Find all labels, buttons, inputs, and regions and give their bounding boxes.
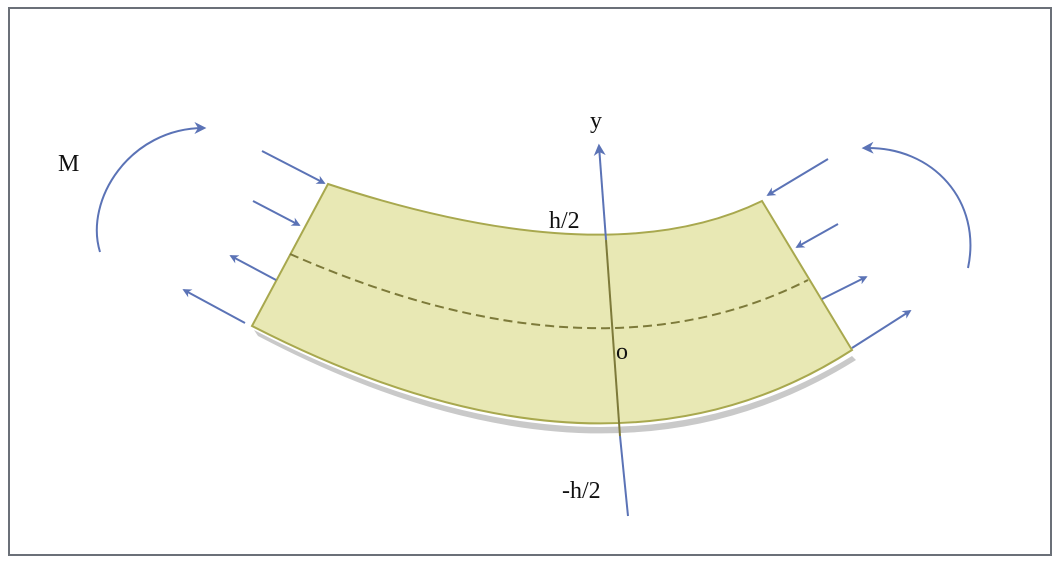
- top-edge-label: h/2: [549, 208, 580, 234]
- bottom-edge-label: -h/2: [562, 478, 601, 504]
- left-tension-arrow-2: [182, 289, 246, 324]
- right-compression-arrow-1: [766, 158, 829, 196]
- right-tension-arrow-1: [821, 276, 868, 300]
- right-compression-arrow-2: [795, 223, 839, 248]
- right-moment-curved-arrow-icon: [861, 141, 972, 269]
- left-moment-curved-arrow-icon: [95, 122, 207, 253]
- y-axis-label: y: [590, 108, 602, 134]
- left-compression-arrow-1: [261, 150, 326, 184]
- y-axis-arrow: [593, 143, 607, 241]
- y-axis-inner: [605, 239, 621, 437]
- left-tension-arrow-1: [229, 255, 277, 281]
- y-axis-lower: [619, 435, 629, 517]
- neutral-axis: [289, 253, 809, 330]
- left-compression-arrow-2: [252, 200, 301, 226]
- origin-label: o: [616, 339, 628, 365]
- moment-label: M: [58, 151, 79, 177]
- right-tension-arrow-2: [851, 310, 912, 349]
- beam-segment: [250, 182, 854, 425]
